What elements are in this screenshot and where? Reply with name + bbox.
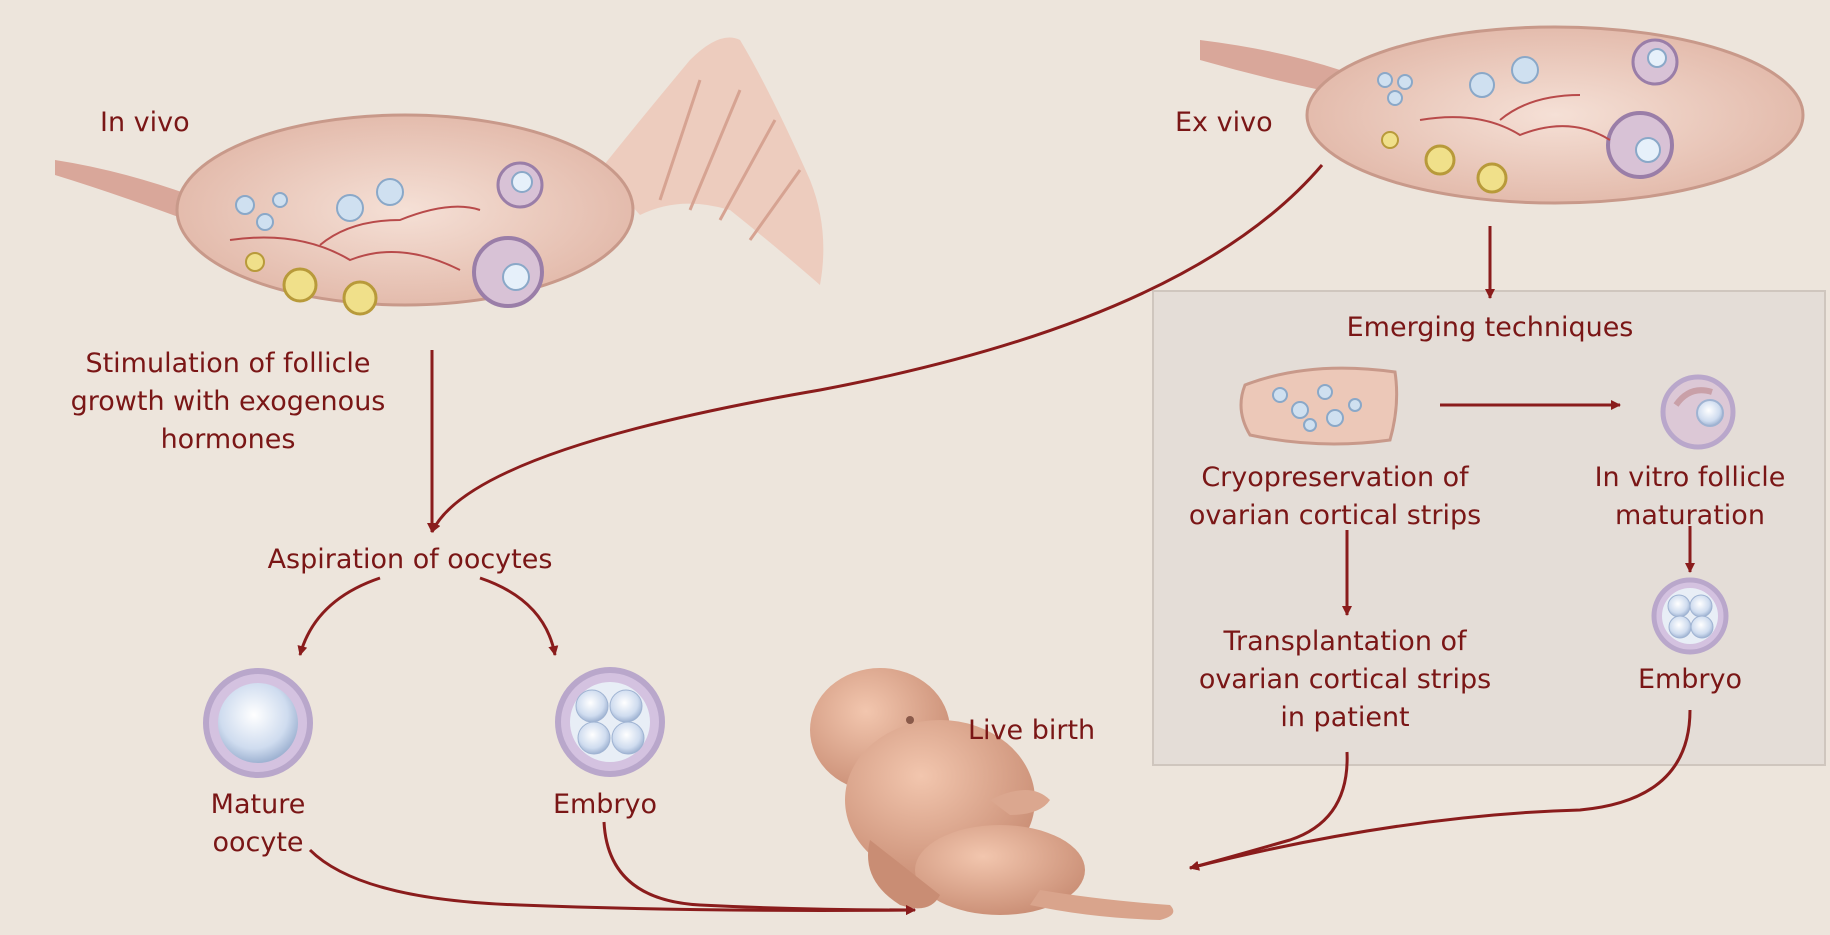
arrow-aspiration-to-embryo [480,578,555,655]
label-stimulation-line-1: Stimulation of follicle [28,345,428,383]
label-mature-oocyte-line-1: Mature [158,786,358,824]
label-transplantation-line-3: in patient [1155,699,1535,737]
label-stimulation-line-3: hormones [28,421,428,459]
label-in-vivo: In vivo [100,104,190,142]
label-mature-oocyte-line-2: oocyte [158,824,358,862]
label-cryopreservation: Cryopreservation of ovarian cortical str… [1150,459,1520,535]
label-cryopreservation-line-1: Cryopreservation of [1150,459,1520,497]
label-ex-vivo: Ex vivo [1175,104,1273,142]
label-mature-oocyte: Mature oocyte [158,786,358,862]
label-transplantation: Transplantation of ovarian cortical stri… [1155,623,1535,737]
follicle-illustration [1663,377,1733,447]
label-emerging-techniques: Emerging techniques [1290,309,1690,347]
label-ivf-line-2: maturation [1560,497,1820,535]
ovarian-cortical-strip-illustration [1241,368,1397,444]
label-transplantation-line-1: Transplantation of [1155,623,1535,661]
embryo-right-illustration [1654,580,1726,652]
label-aspiration: Aspiration of oocytes [230,541,590,579]
label-transplantation-line-2: ovarian cortical strips [1155,661,1535,699]
label-ivf-line-1: In vitro follicle [1560,459,1820,497]
label-stimulation-line-2: growth with exogenous [28,383,428,421]
label-embryo-left: Embryo [520,786,690,824]
ex-vivo-ovary-illustration [1200,27,1803,203]
label-in-vitro-follicle-maturation: In vitro follicle maturation [1560,459,1820,535]
in-vivo-ovary-illustration [55,38,823,315]
label-embryo-right: Embryo [1605,661,1775,699]
embryo-left-illustration [558,670,662,774]
label-cryopreservation-line-2: ovarian cortical strips [1150,497,1520,535]
mature-oocyte-illustration [206,671,310,775]
newborn-illustration [810,668,1173,920]
label-live-birth: Live birth [968,712,1095,750]
label-stimulation: Stimulation of follicle growth with exog… [28,345,428,459]
arrow-aspiration-to-mature-oocyte [300,578,380,655]
